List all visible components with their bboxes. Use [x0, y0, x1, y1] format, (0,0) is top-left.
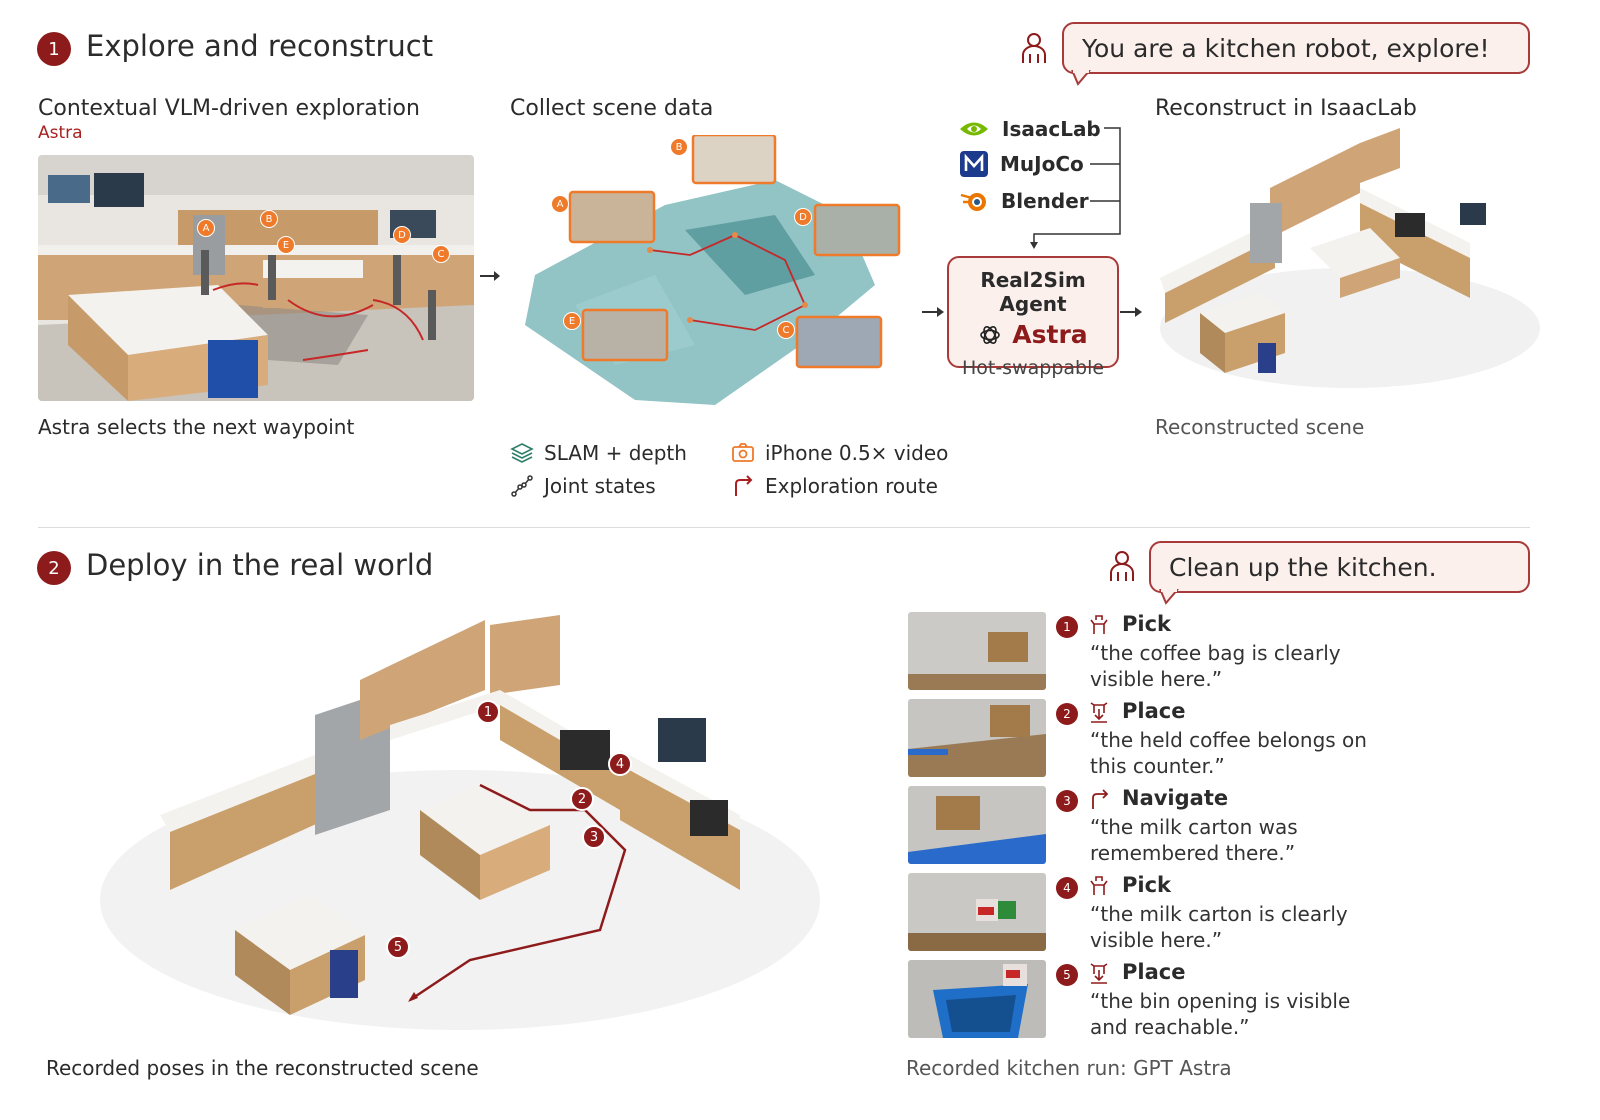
grasp-icon — [1090, 876, 1108, 895]
step-quote: “the milk carton is clearly visible here… — [1090, 902, 1348, 952]
steps-caption: Recorded kitchen run: GPT Astra — [906, 1056, 1232, 1080]
nvidia-icon — [960, 122, 988, 136]
agent-footer: Hot-swappable — [961, 357, 1105, 379]
step-row: 3 Navigate “the milk carton was remember… — [908, 786, 1548, 865]
reconstructed-scene-render — [1150, 128, 1550, 398]
pose-marker: 3 — [582, 825, 606, 849]
waypoint-marker: E — [277, 236, 295, 254]
pose-marker: 2 — [570, 787, 594, 811]
route-icon — [1092, 789, 1109, 809]
exploration-photo — [38, 155, 474, 401]
arrow-right-icon — [922, 307, 944, 317]
scene-pointcloud — [515, 133, 915, 415]
joints-icon — [511, 475, 533, 497]
prompt-bubble: Clean up the kitchen. — [1149, 541, 1530, 593]
step-number-badge: 2 — [1056, 703, 1078, 725]
step-quote: “the bin opening is visible and reachabl… — [1090, 989, 1351, 1039]
step-number-badge: 3 — [1056, 790, 1078, 812]
step-thumbnail — [908, 960, 1046, 1038]
scene-marker: C — [777, 321, 795, 339]
step-thumbnail — [908, 699, 1046, 777]
panel-a-title: Contextual VLM-driven exploration — [38, 96, 420, 121]
step-action: Place — [1122, 699, 1186, 723]
bubble-tail — [1071, 70, 1091, 86]
section-title: Deploy in the real world — [86, 548, 434, 582]
step-number-badge: 1 — [1056, 616, 1078, 638]
step-thumbnail — [908, 786, 1046, 864]
section-title: Explore and reconstruct — [86, 29, 434, 63]
step-action: Place — [1122, 960, 1186, 984]
arrow-right-icon — [1120, 307, 1142, 317]
openai-icon — [980, 325, 1001, 344]
waypoint-marker: D — [393, 226, 411, 244]
scene-marker: E — [563, 312, 581, 330]
grasp-icon — [1090, 615, 1108, 634]
waypoint-marker: C — [432, 245, 450, 263]
pose-marker: 1 — [476, 700, 500, 724]
panel-c-title: Reconstruct in IsaacLab — [1155, 96, 1417, 121]
panel-b-title: Collect scene data — [510, 96, 714, 121]
waypoint-marker: B — [260, 210, 278, 228]
section-number-badge: 2 — [37, 551, 71, 585]
section-divider — [38, 527, 1530, 528]
layers-icon — [510, 443, 534, 463]
sim-blender: Blender — [959, 189, 1089, 213]
legend-slam: SLAM + depth — [510, 441, 687, 465]
agent-title: Real2Sim Agent — [980, 268, 1086, 316]
release-icon — [1090, 963, 1108, 984]
scene-marker: B — [670, 138, 688, 156]
sim-isaaclab: IsaacLab — [958, 117, 1101, 141]
section-number-badge: 1 — [37, 32, 71, 66]
step-number-badge: 5 — [1056, 964, 1078, 986]
pose-marker: 4 — [608, 752, 632, 776]
step-row: 2 Place “the held coffee belongs on this… — [908, 699, 1548, 778]
step-row: 4 Pick “the milk carton is clearly visib… — [908, 873, 1548, 952]
sim-bracket — [1030, 127, 1121, 249]
arrow-right-icon — [480, 271, 500, 281]
legend-video: iPhone 0.5× video — [731, 441, 948, 465]
mujoco-icon — [960, 151, 988, 177]
bubble-tail — [1159, 589, 1179, 605]
waypoint-marker: A — [197, 219, 215, 237]
step-row: 1 Pick “the coffee bag is clearly visibl… — [908, 612, 1548, 691]
step-row: 5 Place “the bin opening is visible and … — [908, 960, 1548, 1039]
deployment-scene-render — [90, 600, 820, 1040]
prompt-bubble: You are a kitchen robot, explore! — [1062, 22, 1530, 74]
scene-marker: D — [794, 208, 812, 226]
scene-marker: A — [551, 195, 569, 213]
panel-a-caption: Astra selects the next waypoint — [38, 415, 355, 439]
step-quote: “the held coffee belongs on this counter… — [1090, 728, 1367, 778]
legend-joints: Joint states — [510, 474, 656, 498]
step-quote: “the coffee bag is clearly visible here.… — [1090, 641, 1341, 691]
step-quote: “the milk carton was remembered there.” — [1090, 815, 1298, 865]
release-icon — [1090, 702, 1108, 723]
step-action: Pick — [1122, 612, 1172, 636]
panel-a-subtitle: Astra — [38, 123, 83, 143]
step-thumbnail — [908, 873, 1046, 951]
step-action: Navigate — [1122, 786, 1229, 810]
blender-icon — [960, 193, 986, 211]
person-icon — [1022, 33, 1046, 63]
camera-icon — [732, 443, 754, 462]
step-action: Pick — [1122, 873, 1172, 897]
scene-caption: Recorded poses in the reconstructed scen… — [46, 1056, 479, 1080]
person-icon — [1110, 551, 1134, 581]
pose-marker: 5 — [386, 935, 410, 959]
legend-route: Exploration route — [731, 474, 938, 498]
sim-mujoco: MuJoCo — [960, 151, 1084, 177]
route-icon — [735, 475, 753, 496]
panel-c-caption: Reconstructed scene — [1155, 415, 1365, 439]
step-thumbnail — [908, 612, 1046, 690]
step-number-badge: 4 — [1056, 877, 1078, 899]
real2sim-agent-box: Real2Sim Agent Astra Hot-swappable — [947, 256, 1119, 379]
agent-name: Astra — [949, 320, 1117, 349]
